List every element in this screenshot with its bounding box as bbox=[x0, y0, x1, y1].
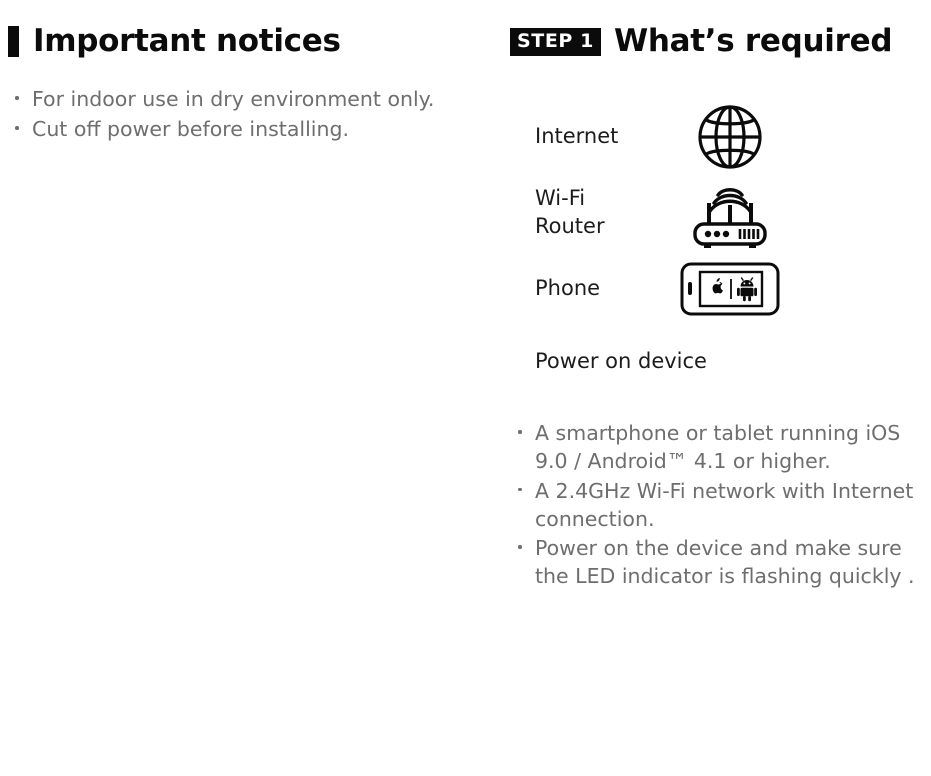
requirement-label: Phone bbox=[535, 276, 601, 301]
bullet-dot-icon bbox=[15, 126, 19, 130]
bullet-dot-icon bbox=[15, 96, 19, 100]
list-item-text: Power on the device and make sure the LE… bbox=[535, 536, 915, 589]
bullet-dot-icon bbox=[518, 430, 522, 434]
requirements-detail-list: A smartphone or tablet running iOS 9.0 /… bbox=[510, 419, 925, 591]
requirement-label: Internet bbox=[535, 124, 619, 149]
power-on-device-text: Power on device bbox=[535, 349, 707, 373]
list-item: Cut off power before installing. bbox=[8, 115, 478, 143]
requirement-row-router: Wi-Fi Router bbox=[510, 175, 925, 251]
notices-heading: Important notices bbox=[8, 26, 478, 57]
requirement-row-phone: Phone bbox=[510, 251, 925, 327]
step-title: What’s required bbox=[613, 23, 893, 59]
status-badge: STEP 1 bbox=[510, 27, 601, 56]
bullet-dot-icon bbox=[518, 487, 522, 492]
step-heading: STEP 1 What’s required bbox=[510, 26, 925, 57]
globe-icon bbox=[675, 101, 785, 173]
requirement-label: Wi-Fi Router bbox=[535, 186, 605, 238]
list-item: Power on the device and make sure the LE… bbox=[510, 534, 925, 591]
important-notices-section: Important notices For indoor use in dry … bbox=[8, 26, 478, 146]
notices-list: For indoor use in dry environment only. … bbox=[8, 85, 478, 144]
list-item-text: A smartphone or tablet running iOS 9.0 /… bbox=[535, 421, 901, 474]
list-item-text: A 2.4GHz Wi-Fi network with Internet con… bbox=[535, 478, 914, 531]
list-item: A smartphone or tablet running iOS 9.0 /… bbox=[510, 419, 925, 476]
page-title: Important notices bbox=[33, 23, 341, 59]
list-item: A 2.4GHz Wi-Fi network with Internet con… bbox=[510, 477, 925, 534]
list-item-text: For indoor use in dry environment only. bbox=[32, 87, 435, 111]
requirement-row-internet: Internet bbox=[510, 99, 925, 175]
bullet-dot-icon bbox=[518, 545, 522, 549]
step-one-section: STEP 1 What’s required Internet bbox=[510, 26, 925, 592]
section-bar-marker-icon bbox=[8, 26, 19, 57]
list-item-text: Cut off power before installing. bbox=[32, 117, 349, 142]
list-item: For indoor use in dry environment only. bbox=[8, 85, 478, 113]
requirements-icon-list: Internet Wi-Fi Router bbox=[510, 99, 925, 327]
wifi-router-icon bbox=[675, 173, 785, 253]
phone-icon bbox=[675, 262, 785, 316]
